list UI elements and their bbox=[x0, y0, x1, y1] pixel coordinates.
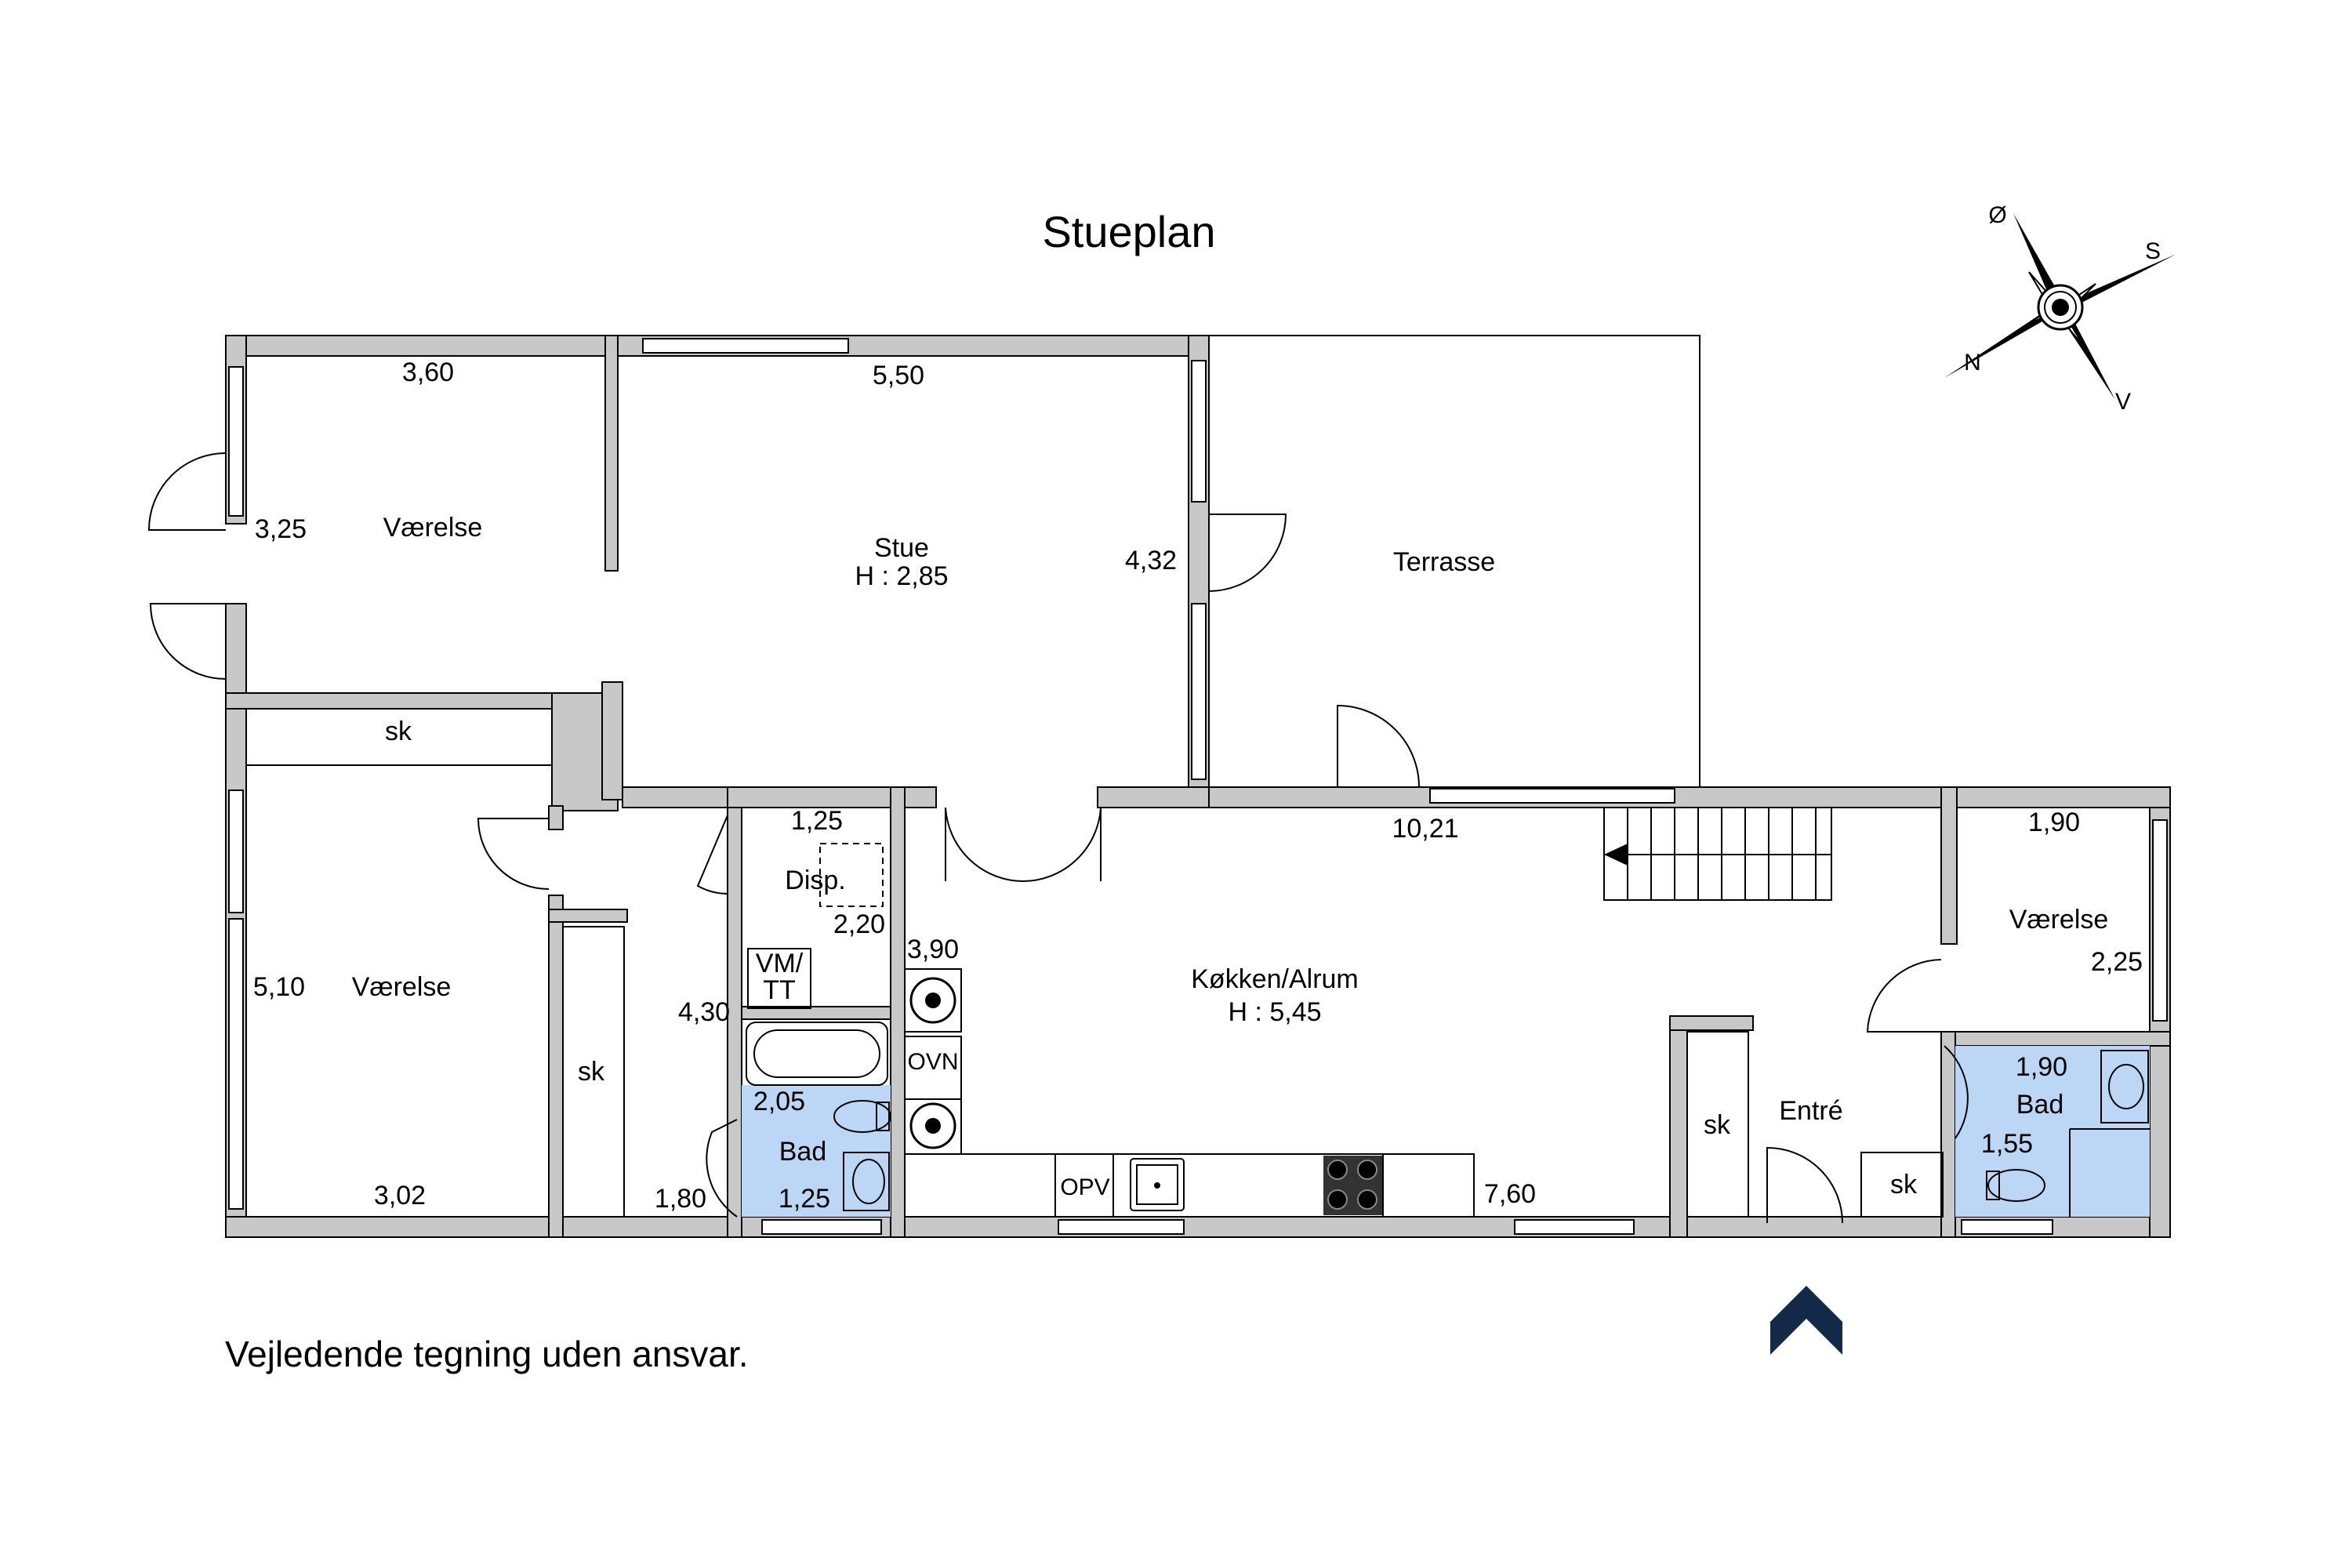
room-label-bad-2: Bad bbox=[2016, 1090, 2064, 1120]
svg-text:N: N bbox=[1964, 350, 1981, 376]
bathroom-2-floor bbox=[1955, 1046, 2150, 1217]
room-labels: Værelse Stue H : 2,85 Terrasse sk Værels… bbox=[352, 513, 2109, 1200]
dim-v1-height: 3,25 bbox=[255, 514, 307, 544]
dim-stue-height: 4,32 bbox=[1125, 546, 1177, 575]
windows bbox=[228, 338, 2168, 1235]
room-label-vm: VM/ bbox=[756, 949, 804, 978]
room-label-ovn: OVN bbox=[907, 1049, 958, 1075]
dimension-labels: 3,60 3,25 5,50 4,32 5,10 3,02 4,30 1,80 … bbox=[253, 358, 2143, 1214]
room-label-vaerelse-2: Værelse bbox=[352, 972, 452, 1002]
room-label-vaerelse-1: Værelse bbox=[383, 513, 483, 543]
dim-v3-height: 2,25 bbox=[2091, 947, 2143, 977]
room-label-vaerelse-3: Værelse bbox=[2009, 905, 2109, 935]
dim-disp-height: 2,20 bbox=[833, 909, 885, 939]
svg-text:S: S bbox=[2145, 238, 2161, 264]
bathroom-1-floor bbox=[742, 1085, 891, 1217]
room-label-koekken: Køkken/Alrum bbox=[1191, 964, 1359, 994]
dim-bad1-width: 1,25 bbox=[779, 1184, 830, 1214]
doors bbox=[147, 452, 1969, 1224]
terrace-outline bbox=[1207, 335, 1700, 787]
room-height-stue: H : 2,85 bbox=[855, 561, 948, 591]
dim-v2-width: 3,02 bbox=[374, 1181, 426, 1210]
room-label-disp: Disp. bbox=[785, 866, 845, 895]
compass-icon: Ø S N V bbox=[1944, 202, 2176, 415]
room-label-tt: TT bbox=[763, 975, 796, 1005]
dim-hall-height: 4,30 bbox=[678, 997, 730, 1027]
dim-v2-height: 5,10 bbox=[253, 972, 305, 1002]
room-label-bad-1: Bad bbox=[779, 1137, 827, 1167]
room-label-terrasse: Terrasse bbox=[1393, 547, 1495, 577]
dim-bad2-height: 1,55 bbox=[1981, 1129, 2033, 1159]
dim-v3-width: 1,90 bbox=[2028, 808, 2080, 837]
dim-stue-width: 5,50 bbox=[873, 361, 924, 390]
plan-title: Stueplan bbox=[1042, 207, 1215, 256]
room-label-opv: OPV bbox=[1060, 1174, 1109, 1200]
room-label-sk-3: sk bbox=[1704, 1110, 1731, 1140]
dim-bottom-width: 7,60 bbox=[1484, 1179, 1536, 1209]
dim-hall-width: 1,80 bbox=[655, 1184, 706, 1214]
dim-bad2-width: 1,90 bbox=[2016, 1052, 2067, 1082]
dim-disp-width: 1,25 bbox=[791, 806, 843, 836]
dim-terrace-width: 10,21 bbox=[1392, 814, 1458, 844]
dim-bad1-height: 2,05 bbox=[753, 1087, 805, 1116]
room-label-entre: Entré bbox=[1779, 1096, 1842, 1126]
svg-text:V: V bbox=[2115, 389, 2131, 415]
room-label-sk-2: sk bbox=[578, 1057, 605, 1087]
room-height-koekken: H : 5,45 bbox=[1228, 997, 1321, 1027]
svg-text:Ø: Ø bbox=[1988, 202, 2006, 228]
entrance-arrow-icon bbox=[1770, 1286, 1842, 1355]
room-label-sk-1: sk bbox=[385, 717, 412, 746]
dim-kitchen-width: 3,90 bbox=[907, 935, 959, 964]
disclaimer-text: Vejledende tegning uden ansvar. bbox=[225, 1334, 749, 1374]
dim-v1-width: 3,60 bbox=[402, 358, 454, 387]
room-label-stue: Stue bbox=[874, 533, 929, 563]
fixtures bbox=[245, 708, 2150, 1218]
room-label-sk-4: sk bbox=[1890, 1170, 1918, 1200]
